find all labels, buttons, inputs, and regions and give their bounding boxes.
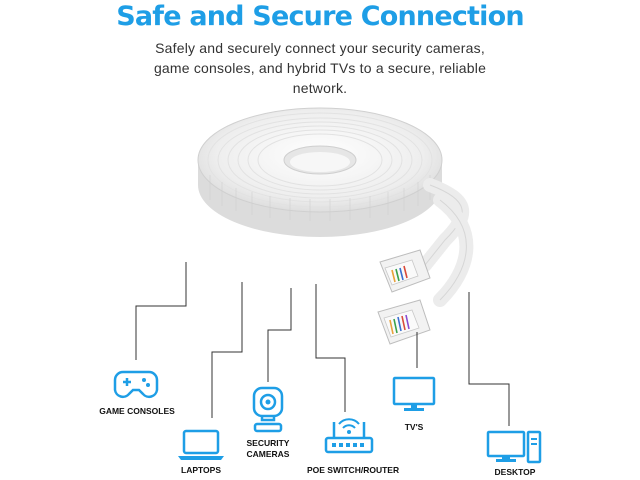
security-label-line2: CAMERAS: [246, 449, 290, 459]
tvs-label: TV'S: [404, 422, 424, 432]
tv-icon: [391, 375, 437, 418]
laptop-icon: [177, 429, 225, 466]
cable-tails: [418, 178, 474, 307]
security-label-line1: SECURITY: [246, 438, 290, 448]
laptops-label: LAPTOPS: [181, 465, 221, 475]
desktop-icon: [486, 430, 542, 469]
security-cameras-label: SECURITY CAMERAS: [238, 438, 298, 460]
desktop-label: DESKTOP: [494, 467, 536, 477]
game-consoles-label: GAME CONSOLES: [99, 406, 175, 416]
security-camera-icon: [249, 386, 287, 439]
rj45-connector-upper: [379, 249, 431, 293]
page-subtitle: Safely and securely connect your securit…: [153, 40, 487, 96]
poe-switch-router-label: POE SWITCH/ROUTER: [307, 465, 400, 475]
cable-coil: [197, 107, 443, 237]
rj45-connector-lower: [377, 299, 431, 345]
page-title: Safe and Secure Connection: [116, 1, 524, 32]
router-icon: [324, 418, 374, 463]
connector-lines: [135, 262, 510, 426]
gamepad-icon: [113, 366, 159, 405]
